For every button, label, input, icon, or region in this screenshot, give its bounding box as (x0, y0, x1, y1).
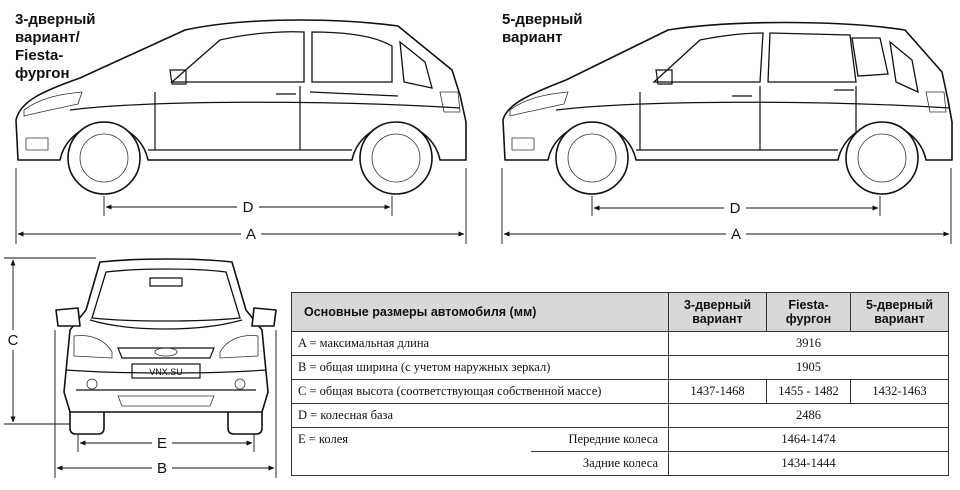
row-e-rear-value: 1434-1444 (668, 451, 949, 476)
row-d-value: 2486 (668, 403, 949, 428)
row-c-five-door: 1432-1463 (850, 379, 949, 404)
three-door-side-view: D A (15, 19, 467, 244)
table-row: C = общая высота (соответствующая собств… (291, 379, 949, 404)
table-row: Задние колеса 1434-1444 (292, 451, 949, 476)
row-d-label: D = колесная база (291, 403, 669, 428)
dimension-a-label-5door: A (731, 226, 741, 243)
table-row: B = общая ширина (с учетом наружных зерк… (291, 355, 949, 380)
front-view: VNX.SU C E B (4, 257, 277, 478)
row-e-label: E = колея (291, 427, 531, 476)
row-e-rear-label: Задние колеса (530, 451, 669, 476)
five-door-side-view: D A (501, 21, 953, 244)
row-e-front-value: 1464-1474 (668, 427, 949, 452)
row-a-value: 3916 (668, 331, 949, 356)
five-door-variant-label: 5-дверный вариант (502, 11, 583, 46)
header-fiesta-van: Fiesta-фургон (766, 292, 851, 332)
row-a-label: A = максимальная длина (291, 331, 669, 356)
front-license-plate: VNX.SU (149, 367, 183, 377)
three-door-variant-label: 3-дверный вариант/ Fiesta- фургон (15, 11, 96, 82)
dimensions-table: Основные размеры автомобиля (мм) 3-дверн… (291, 292, 949, 476)
row-b-label: B = общая ширина (с учетом наружных зерк… (291, 355, 669, 380)
header-five-door: 5-дверный вариант (850, 292, 949, 332)
row-c-label: C = общая высота (соответствующая собств… (291, 379, 669, 404)
row-b-value: 1905 (668, 355, 949, 380)
dimension-d-label-3door: D (243, 199, 254, 216)
dimension-e-label: E (157, 435, 167, 452)
dimension-a-label-3door: A (246, 226, 256, 243)
table-row: E = колея Передние колеса 1464-1474 (291, 427, 949, 476)
dimension-b-label: B (157, 460, 167, 477)
dimension-d-label-5door: D (730, 200, 741, 217)
table-row: A = максимальная длина 3916 (291, 331, 949, 356)
row-e-front-label: Передние колеса (530, 427, 669, 452)
header-three-door: 3-дверный вариант (668, 292, 767, 332)
table-row: D = колесная база 2486 (291, 403, 949, 428)
row-c-fiesta-van: 1455 - 1482 (766, 379, 851, 404)
table-header-row: Основные размеры автомобиля (мм) 3-дверн… (291, 292, 949, 332)
table-title: Основные размеры автомобиля (мм) (291, 292, 669, 332)
dimension-c-label: C (8, 332, 19, 349)
row-c-three-door: 1437-1468 (668, 379, 767, 404)
